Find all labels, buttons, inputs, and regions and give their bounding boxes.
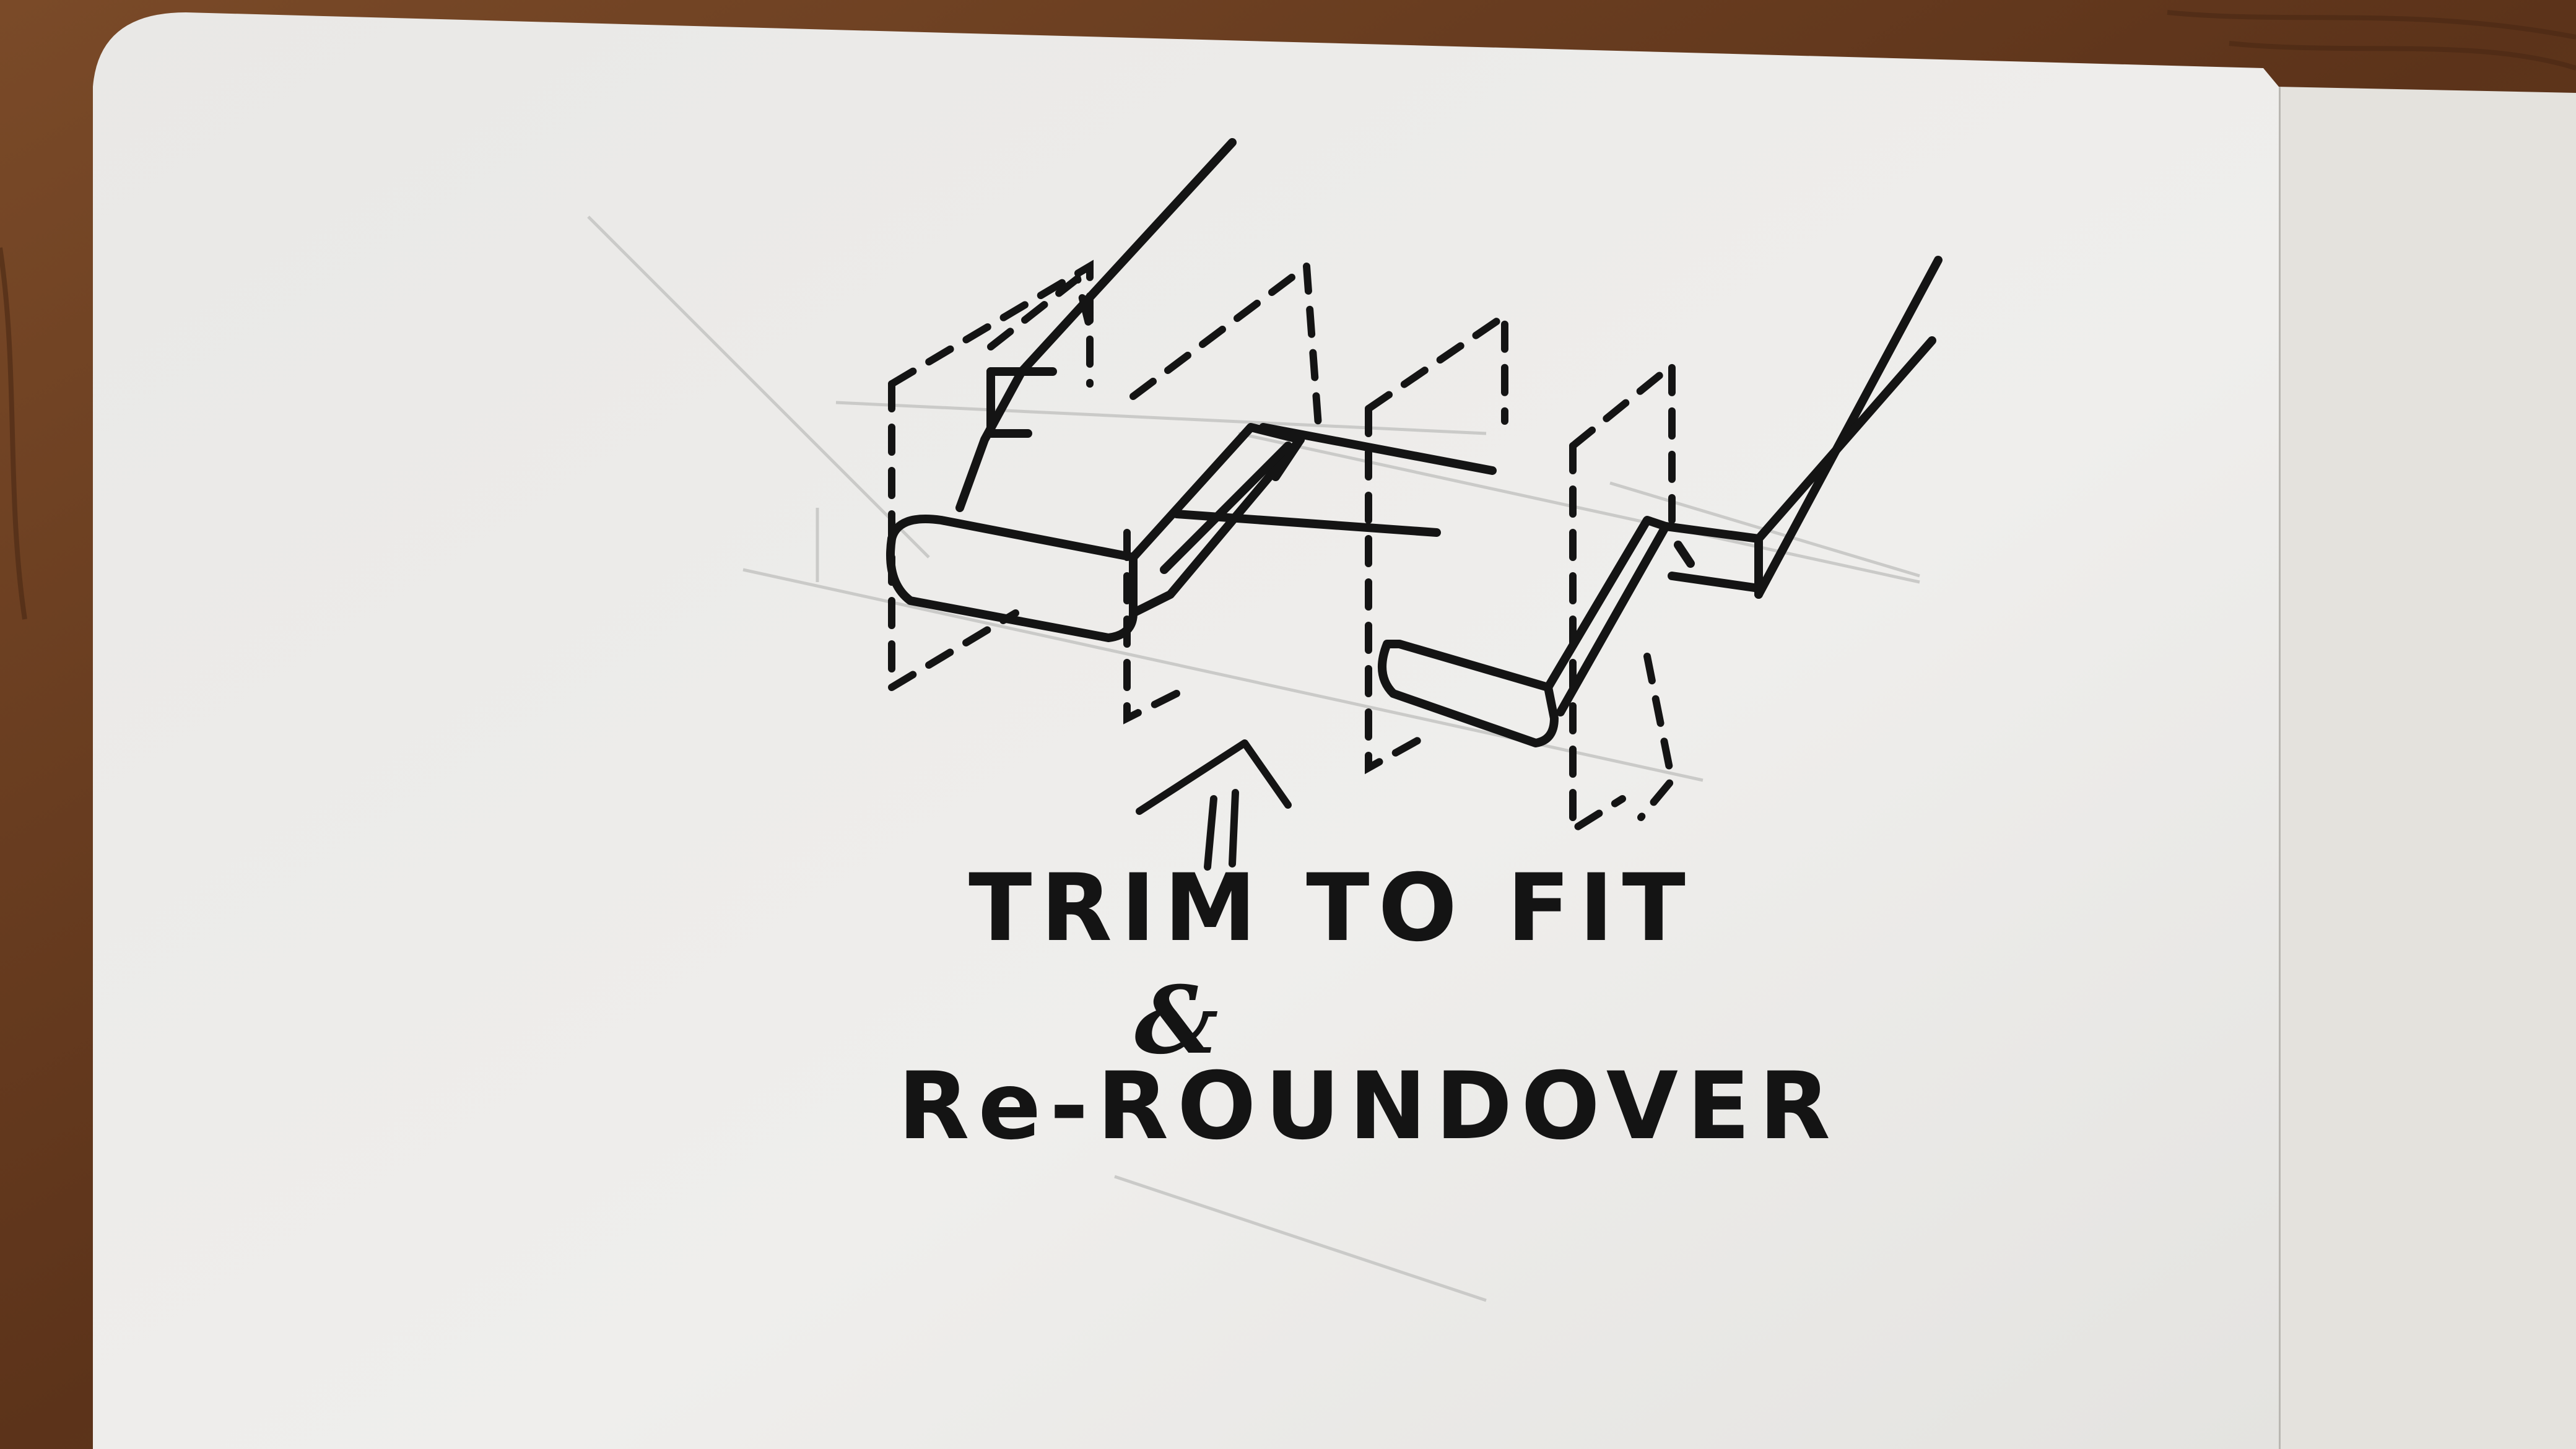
annotation-line-2: & bbox=[1134, 966, 1219, 1075]
dashed-cut-lines bbox=[888, 259, 1676, 837]
right-board bbox=[1378, 256, 1943, 747]
wood-grain bbox=[0, 10, 2576, 620]
right-page bbox=[2279, 87, 2576, 1449]
annotation-line-1: TRIM TO FIT bbox=[968, 855, 1694, 962]
up-arrow-icon bbox=[1136, 739, 1292, 871]
sketch-page bbox=[93, 12, 2279, 1449]
annotation-line-3: Re-ROUNDOVER bbox=[898, 1053, 1839, 1160]
